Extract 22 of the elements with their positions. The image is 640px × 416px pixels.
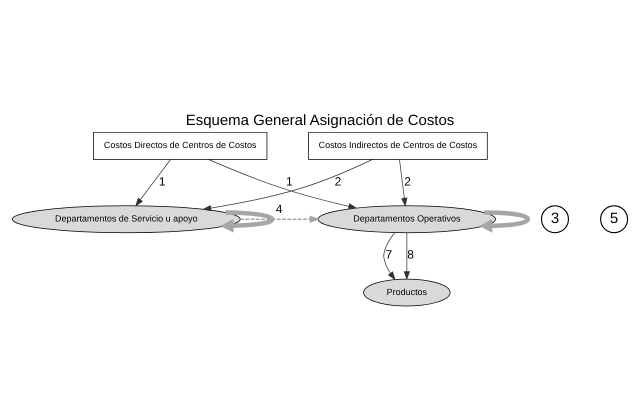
edge-label: 4 (276, 202, 282, 216)
arrow (208, 159, 358, 210)
edge-label: 1 (286, 174, 293, 188)
arrow (383, 232, 396, 280)
edge-label: 8 (407, 248, 414, 262)
edge-label: 2 (334, 174, 342, 188)
arrow (220, 210, 275, 233)
edge-label: 7 (386, 248, 392, 262)
edge-label: 2 (404, 174, 411, 188)
arrow (404, 232, 410, 280)
edge-label: 1 (158, 174, 166, 188)
arrow (399, 159, 408, 207)
arrow (202, 159, 373, 212)
node-circle: 5 (600, 205, 628, 234)
node-circle: 3 (540, 205, 570, 234)
diagram-title: Esquema General Asignación de Costos (186, 112, 454, 129)
node-box: Costos Indirectos de Centros de Costos (308, 132, 488, 160)
arrow (240, 216, 320, 223)
node-box: Costos Directos de Centros de Costos (93, 132, 268, 160)
arrow (135, 159, 171, 207)
node-ellipse: Productos (363, 278, 450, 306)
arrow (479, 210, 530, 233)
